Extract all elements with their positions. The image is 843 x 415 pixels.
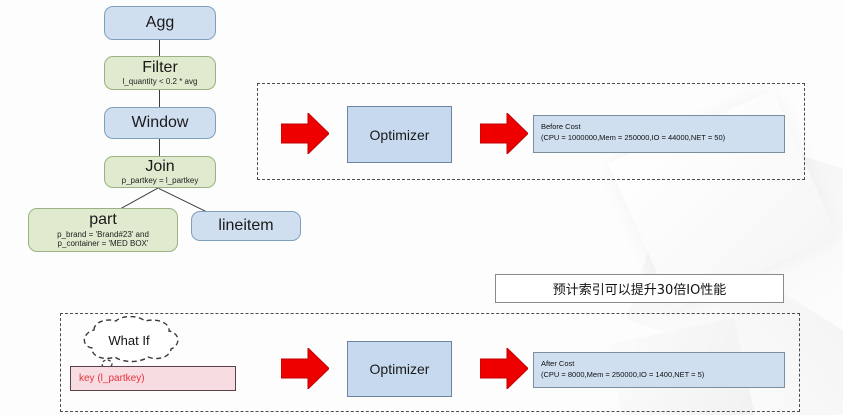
plan-node-window[interactable]: Window (104, 107, 216, 139)
red-arrow-icon (281, 113, 329, 154)
edge-filter-window (159, 90, 160, 107)
plan-node-agg[interactable]: Agg (104, 6, 216, 40)
what-if-cloud[interactable]: What If (66, 315, 192, 369)
annotation-text: 预计索引可以提升30倍IO性能 (552, 283, 727, 298)
edge-agg-filter (159, 40, 160, 56)
plan-node-title: Filter (142, 58, 178, 76)
after-cost-box: After Cost (CPU = 8000,Mem = 250000,IO =… (533, 352, 785, 388)
plan-node-title: lineitem (218, 217, 274, 235)
key-label: key (l_partkey) (79, 373, 145, 384)
optimizer-label: Optimizer (369, 126, 430, 143)
cloud-shape-icon (83, 315, 179, 369)
red-arrow-icon (281, 348, 329, 389)
before-flow-container (257, 83, 805, 180)
after-flow-container (60, 313, 800, 412)
plan-node-title: Window (131, 114, 189, 132)
annotation-box: 预计索引可以提升30倍IO性能 (495, 274, 784, 303)
edge-window-join (159, 139, 160, 156)
plan-node-title: part (89, 211, 117, 229)
plan-node-filter[interactable]: Filter l_quantity < 0.2 * avg (104, 56, 216, 90)
plan-node-subtitle: p_partkey = l_partkey (121, 176, 199, 186)
plan-node-title: Join (145, 157, 175, 175)
optimizer-box-before[interactable]: Optimizer (347, 106, 452, 163)
red-arrow-icon (480, 348, 528, 389)
plan-node-title: Agg (145, 14, 175, 32)
plan-node-subtitle: p_brand = 'Brand#23' and p_container = '… (57, 230, 149, 248)
optimizer-label: Optimizer (369, 361, 430, 377)
optimizer-box-after[interactable]: Optimizer (347, 341, 452, 397)
red-arrow-icon (480, 113, 528, 154)
plan-node-join[interactable]: Join p_partkey = l_partkey (104, 156, 216, 188)
after-cost-detail: (CPU = 8000,Mem = 250000,IO = 1400,NET =… (541, 370, 705, 380)
plan-node-part[interactable]: part p_brand = 'Brand#23' and p_containe… (28, 208, 178, 252)
plan-node-lineitem[interactable]: lineitem (191, 211, 301, 241)
what-if-label: What If (108, 332, 150, 348)
before-cost-title: Before Cost (541, 122, 581, 131)
plan-node-subtitle: l_quantity < 0.2 * avg (122, 77, 198, 87)
after-cost-title: After Cost (541, 359, 575, 368)
before-cost-box: Before Cost (CPU = 1000000,Mem = 250000,… (533, 115, 785, 153)
key-hypothetical-index-box[interactable]: key (l_partkey) (70, 366, 236, 391)
before-cost-detail: (CPU = 1000000,Mem = 250000,IO = 44000,N… (541, 133, 726, 143)
